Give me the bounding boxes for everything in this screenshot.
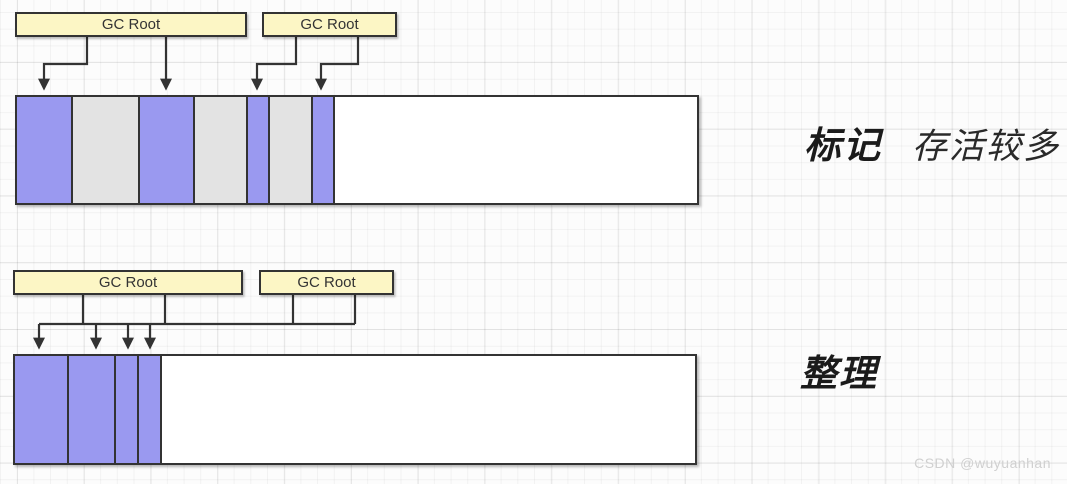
gc-root-label: GC Root [98, 274, 158, 291]
gc-pointer-line [315, 37, 360, 91]
garbage-object-block [268, 95, 313, 205]
compact-caption: 整理 [800, 355, 878, 392]
mark-caption: 标记存活较多 [804, 127, 1060, 164]
live-object-block [15, 95, 73, 205]
live-object-block [67, 354, 116, 465]
gc-root-box: GC Root [262, 12, 397, 37]
marked-heap-bar [15, 95, 699, 205]
live-object-block [311, 95, 335, 205]
gc-root-box: GC Root [15, 12, 247, 37]
gc-root-label: GC Root [101, 16, 161, 33]
mark-caption-title: 标记 [804, 125, 882, 166]
garbage-object-block [193, 95, 248, 205]
gc-root-label: GC Root [300, 16, 359, 33]
mark-caption-subtitle: 存活较多 [912, 127, 1061, 166]
gc-pointer-line [251, 37, 298, 91]
live-object-block [246, 95, 270, 205]
live-object-block [138, 95, 195, 205]
garbage-object-block [71, 95, 140, 205]
compact-caption-title: 整理 [800, 353, 878, 394]
gc-root-box: GC Root [13, 270, 243, 295]
gc-pointer-line [38, 37, 89, 91]
live-object-block [13, 354, 69, 465]
live-object-block [137, 354, 162, 465]
compacted-heap-bar [13, 354, 697, 465]
gc-root-label: GC Root [297, 274, 356, 291]
live-object-block [114, 354, 139, 465]
gc-root-box: GC Root [259, 270, 394, 295]
csdn-watermark: CSDN @wuyuanhan [914, 455, 1051, 471]
